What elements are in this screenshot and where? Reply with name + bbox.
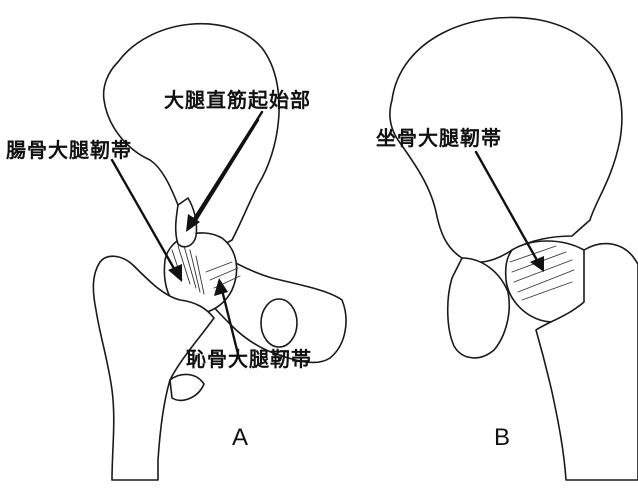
panel-b-drawing: [390, 18, 638, 480]
label-pubofemoral: 恥骨大腿靭帯: [186, 349, 312, 369]
label-ischiofemoral: 坐骨大腿靭帯: [376, 128, 502, 148]
label-iliofemoral: 腸骨大腿靭帯: [6, 140, 132, 160]
panel-label-a: A: [232, 426, 248, 450]
label-rectus-origin: 大腿直筋起始部: [164, 90, 311, 110]
lesser-trochanter-a: [170, 374, 204, 400]
ischium-b: [448, 258, 510, 358]
obturator-foramen-a: [261, 299, 297, 347]
panel-label-b: B: [494, 426, 510, 450]
